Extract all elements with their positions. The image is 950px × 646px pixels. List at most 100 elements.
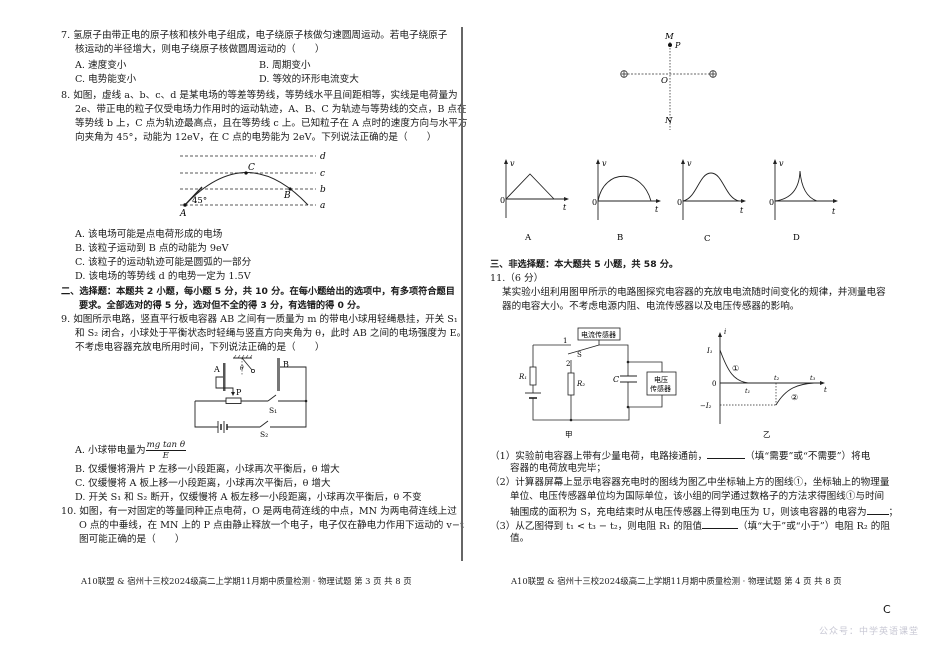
q9-option-d: D. 开关 S₁ 和 S₂ 断开，仅缓慢将 A 板左移一小段距离，小球再次平衡后… [75,492,422,503]
line-a-label: a [320,201,325,211]
neg-i2-label: −I₂ [700,402,712,410]
axis-t-label: t [832,207,836,216]
q7-option-d: D. 等效的环形电流变大 [259,74,359,85]
label-n: N [664,116,673,126]
q9-circuit-figure: θ A P B S₁ S₂ [194,354,308,439]
vt-graph-a: v 0 t A [500,159,569,243]
corner-mark: C [883,603,891,616]
switch-s2-label: S₂ [260,430,268,439]
t1-label: t₁ [745,387,750,395]
circuit-caption: 甲 [565,430,573,439]
voltage-sensor-label-1: 电压 [654,375,668,384]
point-b-label: B [283,191,291,201]
origin-label: 0 [677,198,682,207]
label-p: P [674,41,681,50]
q11-circuit-figure: 电流传感器 1 S 2 R₁ R₂ C 电压 传感器 甲 [518,327,677,439]
q9-line1: 9. 如图所示电路，竖直平行板电容器 AB 之间有一质量为 m 的带电小球用轻绳… [61,314,458,325]
axis-v-label: v [687,159,692,168]
q11-part1-text-a: （1）实验前电容器上带有少量电荷，电路接通前， [490,451,708,462]
label-o: O [661,76,668,86]
r1-label: R₁ [518,373,527,381]
section3-heading: 三、非选择题：本大题共 5 小题，共 58 分。 [490,259,679,270]
line-b-label: b [320,185,326,195]
vt-graph-d: v 0 t D [769,159,838,243]
plate-b-label: B [283,360,289,369]
page-divider [461,27,463,561]
q10-line3: 图可能正确的是（ ） [79,534,185,545]
q9-line2: 和 S₂ 闭合，小球处于平衡状态时轻绳与竖直方向夹角为 θ，此时 AB 之间的电… [75,328,467,339]
plate-a-label: A [213,365,220,374]
q10-line2: O 点的中垂线，在 MN 上的 P 点由静止释放一个电子，电子仅在静电力作用下运… [79,520,464,531]
origin-label: 0 [712,380,716,388]
vt-graph-c: v 0 t C [677,159,746,244]
theta-label: θ [240,365,244,372]
q11-part2-line2: 单位、电压传感器单位均为国际单位，该小组的同学通过数格子的方法求得图线①与时间 [510,491,885,502]
q11-part1-line1: （1）实验前电容器上带有少量电荷，电路接通前， （填“需要”或“不需要”）将电 [490,448,870,464]
q8-option-b: B. 该粒子运动到 B 点的动能为 9eV [75,243,229,254]
cap-label: C [613,375,619,384]
angle-label: 45° [192,196,207,206]
q11-part3-text-b: （填“大于”或“小于”）电阻 R₂ 的阻 [738,521,890,532]
q7-option-c: C. 电势能变小 [75,74,137,85]
graph-d-label: D [793,233,800,243]
switch-pos1-label: 1 [563,337,567,345]
origin-label: 0 [500,196,505,205]
q11-part2-end: ； [888,507,899,518]
q11-part2-line3: 轴围成的面积为 S，充电结束时从电压传感器上得到电压为 U，则该电容器的电容为； [510,504,898,520]
q8-line2: 2e、带正电的粒子仅受电场力作用时的运动轨迹，A、B、C 为轨迹与等势线的交点，… [75,104,467,115]
q11-part1-text-b: （填“需要”或“不需要”）将电 [745,451,871,462]
q8-equipotential-figure: d c b a A B C 45° [179,152,326,219]
q8-line3: 等势线 b 上，C 点为轨迹最高点，且在等势线 c 上。已知粒子在 A 点时的速… [75,118,468,129]
q8-option-d: D. 该电场的等势线 d 的电势一定为 1.5V [75,271,251,282]
switch-s1-label: S₁ [269,406,277,415]
q7-line1: 7. 氢原子由带正电的原子核和核外电子组成，电子绕原子核做匀速圆周运动。若电子绕… [61,30,448,41]
graph-b-label: B [617,233,623,243]
q10-line1: 10. 如图，有一对固定的等量同种正点电荷，O 是两电荷连线的中点，MN 为两电… [61,506,457,517]
q11-line2: 器的电容大小。不考虑电源内阻、电流传感器以及电压传感器的影响。 [502,301,800,312]
q11-part2-line1: （2）计算器屏幕上显示电容器充电时的图线为图乙中坐标轴上方的图线①，坐标轴上的物… [490,477,890,488]
section2-line1: 二、选择题：本题共 2 小题，每小题 5 分，共 10 分。在每小题给出的选项中… [61,286,455,297]
line-c-label: c [320,169,325,179]
q11-part3-answer-blank[interactable] [702,518,739,529]
q11-part3-text-a: （3）从乙图得到 t₁ < t₃ − t₂，则电阻 R₁ 的阻值 [490,521,703,532]
q8-line4: 向夹角为 45°，动能为 12eV，在 C 点的电势能为 2eV。下列说法正确的… [75,132,437,143]
q8-option-a: A. 该电场可能是点电荷形成的电场 [75,229,223,240]
q7-line2: 核运动的半径增大，则电子绕原子核做圆周运动的（ ） [75,44,325,55]
q11-header: 11.（6 分） [490,273,544,284]
q9-option-c: C. 仅缓慢将 A 板上移一小段距离，小球再次平衡后，θ 增大 [75,478,331,489]
axis-v-label: v [779,159,784,168]
graph-c-label: C [704,234,711,244]
axis-t-label: t [563,203,567,212]
q11-part1-line2: 容器的电荷放电完毕； [510,463,606,474]
q11-part2-answer-blank[interactable] [866,504,889,515]
left-page: 7. 氢原子由带正电的原子核和核外电子组成，电子绕原子核做匀速圆周运动。若电子绕… [0,0,468,646]
curve1-label: ① [732,364,739,373]
t3-label: t₃ [810,374,816,382]
q8-option-c: C. 该粒子的运动轨迹可能是圆弧的一部分 [75,257,252,268]
axis-i-label: i [724,328,726,336]
q9-line3: 不考虑电容器充放电所用时间，下列说法正确的是（ ） [75,342,325,353]
right-page-footer: A10联盟 & 宿州十三校2024级高二上学期11月期中质量检测 · 物理试题 … [511,576,842,586]
axis-t-label: t [655,205,659,214]
origin-label: 0 [592,198,597,207]
q7-option-b: B. 周期变小 [259,60,311,71]
section2-line2: 要求。全部选对的得 5 分，选对但不全的得 3 分，有选错的得 0 分。 [79,300,366,311]
axis-v-label: v [510,159,515,168]
q11-part1-answer-blank[interactable] [707,448,746,459]
q9-option-a-prefix: A. 小球带电量为 [75,445,146,456]
q11-part3-line1: （3）从乙图得到 t₁ < t₃ − t₂，则电阻 R₁ 的阻值 （填“大于”或“… [490,518,890,534]
fraction-denominator: E [162,451,169,461]
q11-part3-line2: 值。 [510,533,530,544]
origin-label: 0 [769,198,774,207]
curve2-label: ② [791,393,798,402]
switch-s-label: S [577,351,582,359]
label-m: M [664,32,674,42]
q11-current-graph: i I₁ 0 −I₂ t₁ t₂ t₃ t ① ② 乙 [700,328,827,439]
graph-caption: 乙 [763,430,771,439]
q10-charges-figure: M P O N [620,32,717,130]
switch-pos2-label: 2 [566,360,570,368]
axis-v-label: v [602,159,607,168]
q11-line1: 某实验小组利用图甲所示的电路图探究电容器的充放电电流随时间变化的规律，并测量电容 [502,287,886,298]
